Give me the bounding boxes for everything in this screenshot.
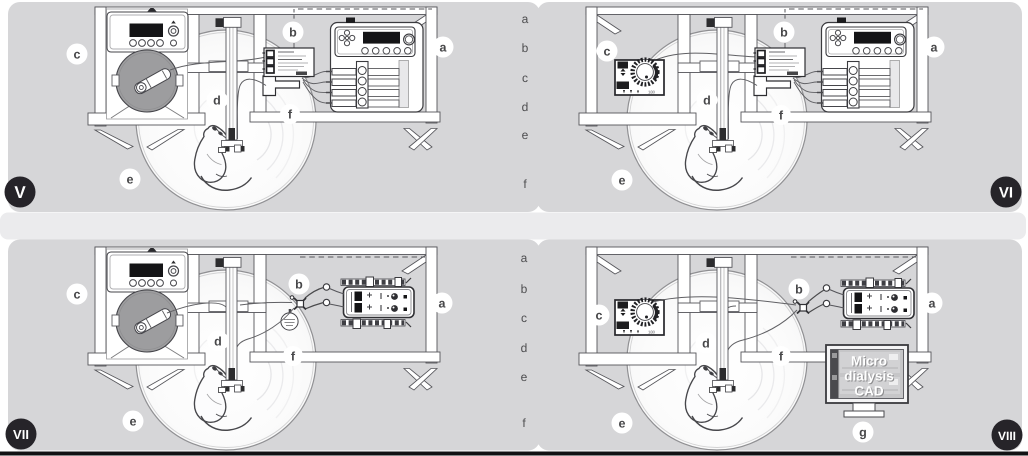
- svg-text:f: f: [291, 350, 296, 364]
- svg-text:a: a: [931, 41, 939, 55]
- svg-text:VII: VII: [13, 427, 29, 442]
- svg-text:a: a: [439, 297, 447, 311]
- svg-text:VIII: VIII: [998, 429, 1016, 443]
- svg-text:b: b: [289, 26, 297, 40]
- svg-text:b: b: [521, 282, 528, 296]
- svg-text:d: d: [702, 337, 710, 351]
- svg-text:e: e: [522, 128, 529, 142]
- svg-text:f: f: [779, 350, 784, 364]
- svg-text:d: d: [703, 94, 711, 108]
- svg-text:c: c: [604, 45, 611, 59]
- svg-text:VI: VI: [999, 185, 1013, 202]
- svg-text:a: a: [929, 297, 937, 311]
- svg-text:f: f: [779, 109, 784, 123]
- svg-text:b: b: [795, 283, 803, 297]
- svg-text:d: d: [214, 335, 222, 349]
- svg-text:a: a: [522, 12, 529, 26]
- svg-text:c: c: [521, 311, 527, 325]
- svg-text:c: c: [596, 309, 603, 323]
- svg-text:e: e: [619, 174, 626, 188]
- svg-text:b: b: [295, 278, 303, 292]
- svg-text:f: f: [288, 108, 293, 122]
- svg-text:e: e: [127, 173, 134, 187]
- svg-text:c: c: [74, 288, 81, 302]
- svg-text:f: f: [522, 416, 526, 430]
- svg-text:g: g: [859, 426, 867, 440]
- svg-text:d: d: [213, 94, 221, 108]
- svg-text:a: a: [521, 251, 528, 265]
- svg-text:d: d: [521, 341, 528, 355]
- svg-text:e: e: [521, 370, 528, 384]
- svg-text:V: V: [14, 183, 26, 202]
- svg-text:c: c: [74, 48, 81, 62]
- svg-text:c: c: [522, 71, 528, 85]
- svg-text:f: f: [523, 177, 527, 191]
- svg-text:a: a: [440, 41, 448, 55]
- svg-text:e: e: [130, 415, 137, 429]
- svg-text:d: d: [522, 100, 529, 114]
- svg-text:b: b: [780, 26, 788, 40]
- svg-text:e: e: [619, 417, 626, 431]
- svg-text:b: b: [522, 41, 529, 55]
